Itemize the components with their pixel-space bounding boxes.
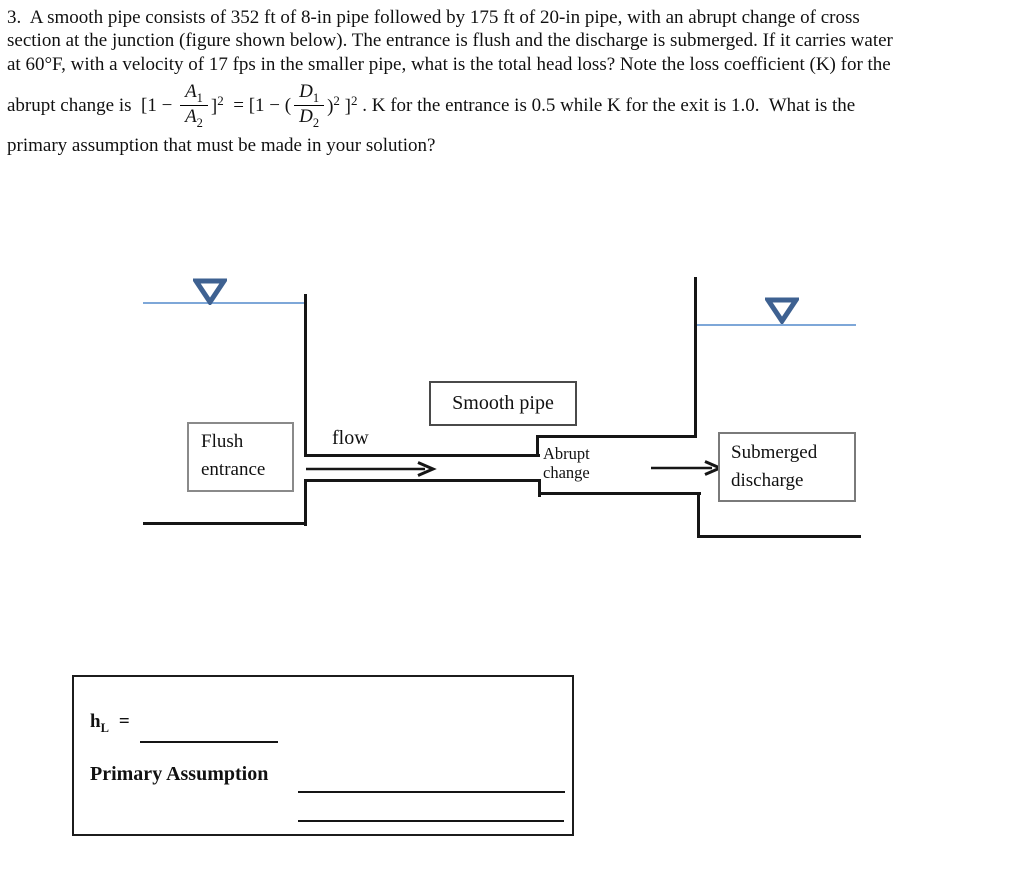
large-pipe-top-wall xyxy=(536,435,697,438)
right-tank-wall-lower xyxy=(697,492,700,538)
problem-text-line-3: at 60°F, with a velocity of 17 fps in th… xyxy=(7,53,891,75)
abrupt-change-step-top xyxy=(536,435,539,457)
water-surface-marker-icon xyxy=(765,297,799,324)
fraction-denominator: D2 xyxy=(299,106,320,131)
formula-prefix: abrupt change is [1 − xyxy=(7,94,178,116)
smooth-pipe-label-box: Smooth pipe xyxy=(429,381,577,426)
primary-assumption-blank-line-2 xyxy=(298,820,564,822)
formula-paren-squared: )2 xyxy=(327,93,340,118)
formula-suffix: . K for the entrance is 0.5 while K for … xyxy=(357,94,856,116)
discharge-arrow-icon xyxy=(651,460,724,476)
small-pipe-bottom-wall xyxy=(304,479,541,482)
head-loss-answer-row: hL = xyxy=(90,711,130,736)
fraction-numerator: D1 xyxy=(294,82,325,107)
formula-bracket-squared: ]2 xyxy=(210,93,224,118)
fraction-denominator: A2 xyxy=(185,106,203,131)
fraction-a1-over-a2: A1 A2 xyxy=(180,82,208,130)
abrupt-change-label: Abrupt change xyxy=(543,444,590,482)
answer-box: hL = Primary Assumption xyxy=(72,675,574,836)
loss-coefficient-formula: abrupt change is [1 − A1 A2 ]2 = [1 − ( … xyxy=(7,82,1021,130)
right-tank-floor xyxy=(697,535,861,538)
left-tank-wall-upper xyxy=(304,294,307,456)
right-tank-wall-upper xyxy=(694,277,697,438)
primary-assumption-blank-line-1 xyxy=(298,791,565,793)
submerged-discharge-label-box: Submerged discharge xyxy=(718,432,856,502)
problem-statement: 3. A smooth pipe consists of 352 ft of 8… xyxy=(7,6,1021,157)
left-tank-floor xyxy=(143,522,307,525)
left-tank-wall-lower xyxy=(304,479,307,526)
formula-equals-open: = [1 − ( xyxy=(223,94,292,116)
small-pipe-top-wall xyxy=(304,454,540,457)
abrupt-change-step-bottom xyxy=(538,479,541,497)
fraction-numerator: A1 xyxy=(180,82,208,107)
problem-text-line-1: 3. A smooth pipe consists of 352 ft of 8… xyxy=(7,7,860,28)
problem-text-line-2: section at the junction (figure shown be… xyxy=(7,30,893,52)
flush-entrance-label-box: Flush entrance xyxy=(187,422,294,492)
fraction-d1-over-d2: D1 D2 xyxy=(294,82,325,131)
flow-label: flow xyxy=(332,427,369,449)
flow-arrow-icon xyxy=(306,461,437,477)
head-loss-answer-blank xyxy=(140,741,278,743)
formula-bracket2-squared: ]2 xyxy=(339,93,358,118)
left-water-surface-line xyxy=(143,302,306,304)
right-water-surface-line xyxy=(697,324,856,326)
problem-text-last-line: primary assumption that must be made in … xyxy=(7,134,436,156)
water-surface-marker-icon xyxy=(193,278,227,305)
large-pipe-bottom-wall xyxy=(538,492,701,495)
primary-assumption-label: Primary Assumption xyxy=(90,763,269,785)
equals-sign: = xyxy=(118,711,130,732)
head-loss-symbol: hL xyxy=(90,711,109,735)
